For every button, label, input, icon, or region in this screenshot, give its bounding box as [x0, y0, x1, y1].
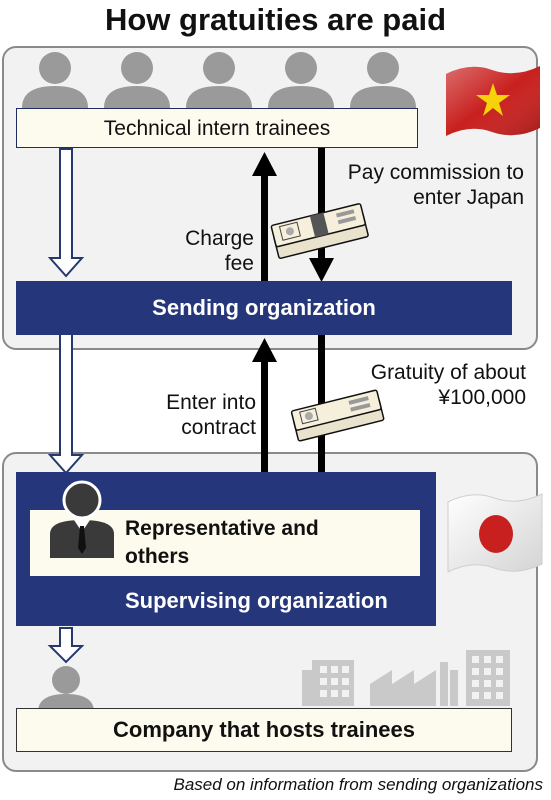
building-icon: [466, 650, 510, 706]
money-flow-arrow-up: [252, 152, 277, 286]
person-icon: [22, 52, 88, 108]
gratuity-label: Gratuity of about ¥100,000: [370, 361, 526, 409]
company-box: Company that hosts trainees: [16, 708, 512, 752]
banknote-stack-icon: [290, 389, 385, 442]
building-icon: [302, 660, 354, 706]
trainees-box: Technical intern trainees: [16, 108, 418, 148]
flow-arrow-down: [47, 627, 85, 664]
banknote-stack-icon: [270, 203, 369, 259]
businessman-icon: [50, 480, 114, 558]
person-icon: [268, 52, 334, 108]
contract-label: Enter into contract: [166, 391, 256, 439]
person-icon: [186, 52, 252, 108]
representative-label: Representative and others: [125, 517, 319, 568]
japan-flag-icon: [447, 493, 543, 573]
person-icon: [38, 666, 94, 712]
source-note: Based on information from sending organi…: [173, 775, 544, 794]
charge-fee-label: Charge fee: [185, 227, 254, 275]
flow-arrow-down: [47, 148, 85, 278]
trainees-label: Technical intern trainees: [103, 116, 331, 140]
page-title: How gratuities are paid: [104, 2, 447, 37]
flow-arrow-down: [47, 333, 85, 475]
person-icon: [104, 52, 170, 108]
sending-organization-label: Sending organization: [152, 295, 376, 320]
vietnam-flag-icon: [446, 66, 540, 136]
money-flow-arrow-up: [252, 338, 277, 510]
pay-commission-label: Pay commission to enter Japan: [347, 161, 524, 209]
person-icon: [350, 52, 416, 108]
company-label: Company that hosts trainees: [113, 717, 415, 742]
sending-organization-box: Sending organization: [16, 281, 512, 335]
factory-icon: [370, 662, 458, 706]
money-flow-arrow-down: [309, 148, 334, 282]
supervising-organization-label: Supervising organization: [125, 588, 388, 613]
